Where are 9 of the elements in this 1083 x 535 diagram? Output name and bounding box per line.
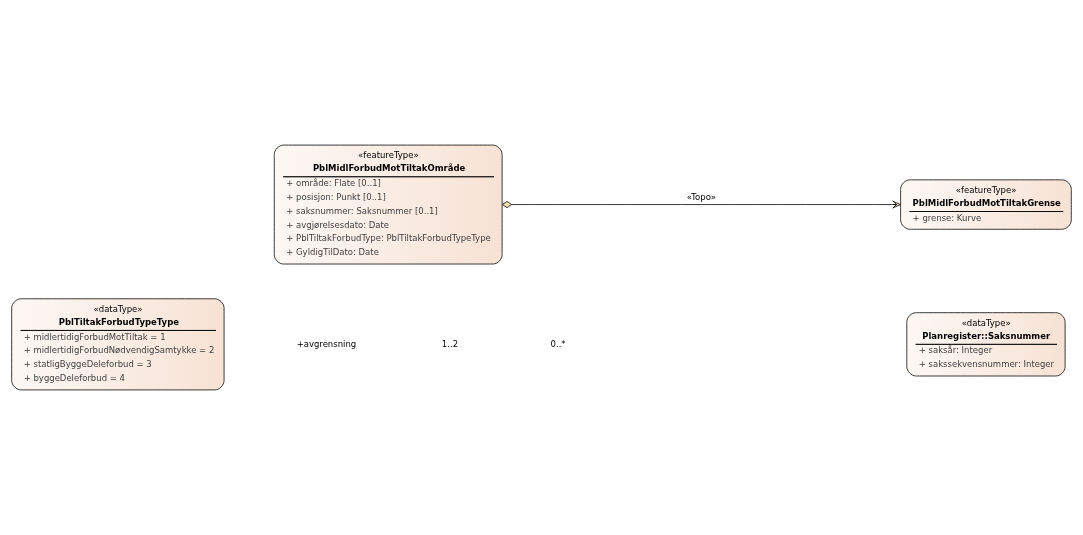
label: 0..* (550, 338, 566, 349)
label: +avgrensning (296, 338, 357, 349)
node-box: «dataType» PblTiltakForbudTypeType + midlertidigForbudMotTiltak = 1 + midlertidigForbudNødvendigSamtykke = 2 + statligByggeDeleforbud = 3 + byggeDeleforbud = 4 (11, 298, 225, 391)
node-box: «featureType» PblMidlForbudMotTiltakOmråde + område: Flate [0..1] + posisjon: Punkt [0..1] + saksnummer: Saksnummer [0..1] + avgjørelsesdato: Date + PblTiltakForbudType: PblTiltakForbudTypeType + GyldigTilDato: Date (273, 144, 503, 265)
node-box: «featureType» PblMidlForbudMotTiltakGrense + grense: Kurve (900, 179, 1072, 230)
edge-label: «Topo» (686, 191, 717, 202)
arrow (502, 200, 901, 209)
node-box: «dataType» Planregister::Saksnummer + saksår: Integer + sakssekvensnummer: Integer (906, 312, 1066, 377)
label: 1..2 (441, 338, 459, 349)
